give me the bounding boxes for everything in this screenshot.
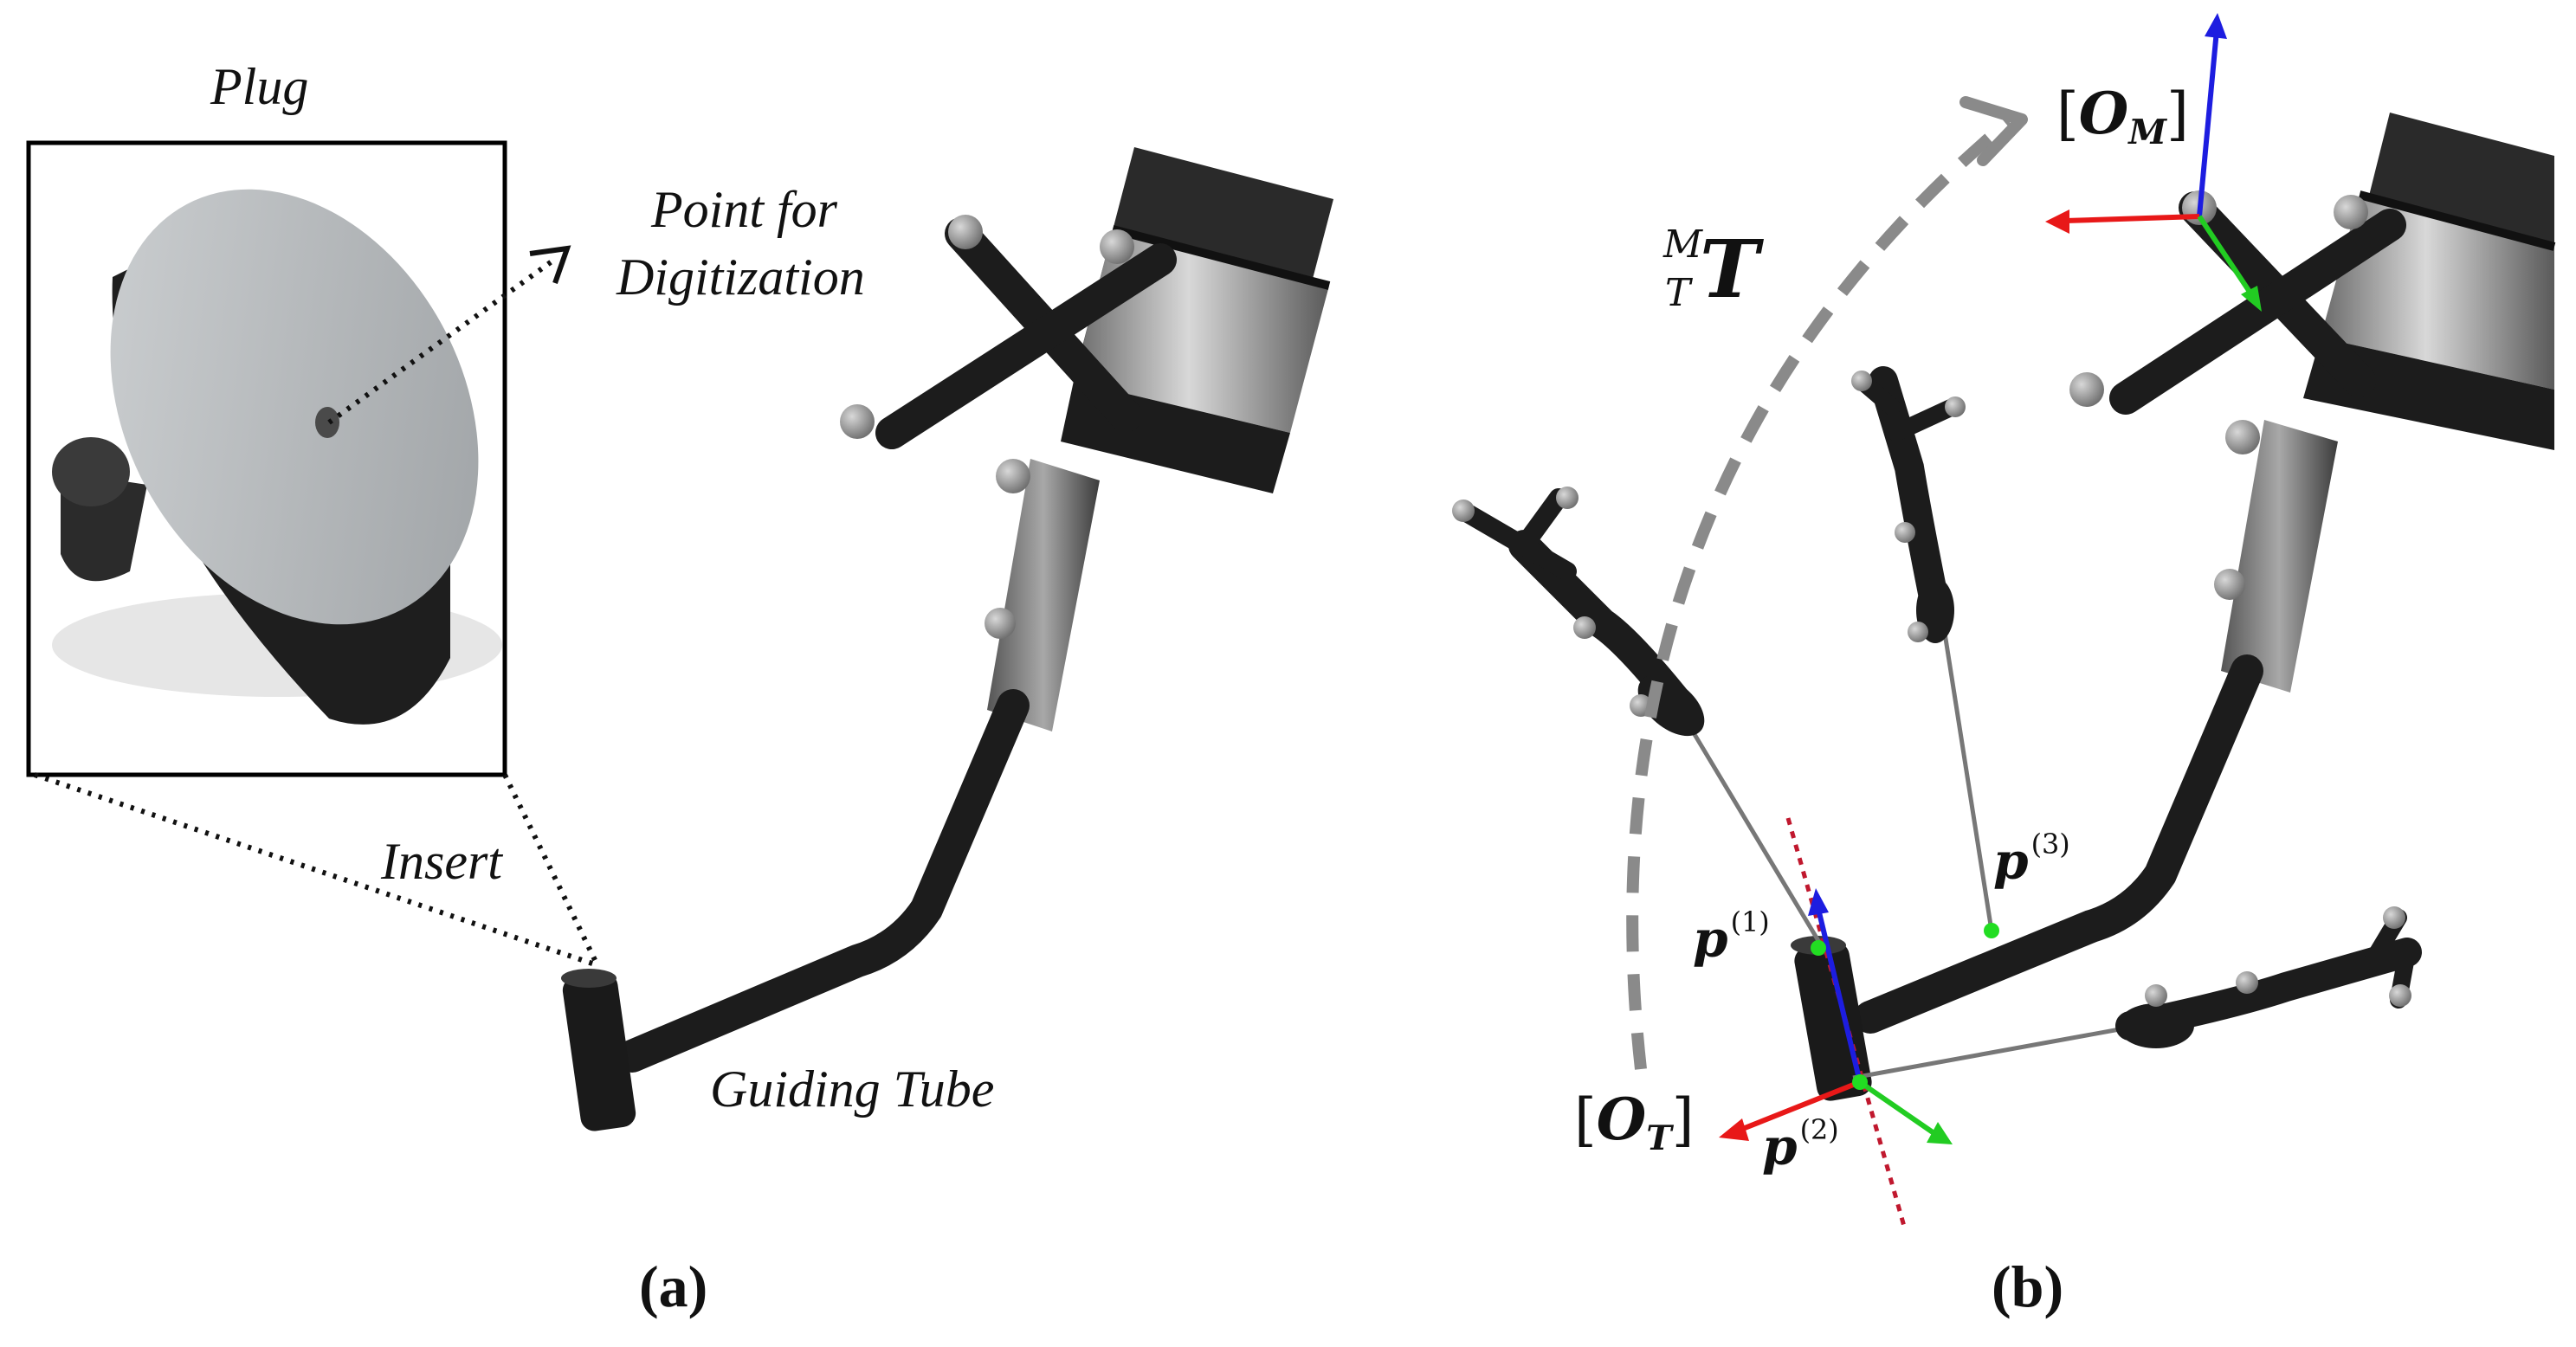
point-p3: [1984, 923, 1999, 938]
point-p1-index: (1): [1730, 906, 1770, 938]
transform-subscript: T: [1665, 271, 1691, 315]
transform-label: M T T: [1658, 222, 1759, 313]
frame-m-symbol: O: [2078, 80, 2129, 147]
point-p1-label: p(1): [1693, 906, 1770, 964]
digitization-label-line2: Digitization: [617, 248, 865, 306]
point-p2: [1852, 1074, 1868, 1090]
transform-superscript: M: [1663, 222, 1703, 267]
transform-arc-arrowhead: [1959, 96, 2028, 166]
panel-b: [1452, 13, 2556, 1230]
frame-t-subscript: T: [1646, 1118, 1672, 1158]
frame-t-symbol: O: [1596, 1086, 1647, 1153]
digitization-pointer: [327, 257, 556, 425]
robot-flange-b: [2303, 113, 2556, 450]
insert-label: Insert: [381, 833, 502, 890]
guiding-tube-label: Guiding Tube: [710, 1060, 995, 1118]
frame-t-axes: [1719, 888, 1953, 1144]
guiding-tube-b: [1854, 654, 2263, 1034]
frame-m-axes: [2045, 13, 2262, 312]
marker-cross-a: [840, 215, 1177, 639]
frame-t-label: [OT]: [1574, 1086, 1695, 1158]
point-p3-symbol: p: [1993, 831, 2029, 891]
point-p2-symbol: p: [1762, 1117, 1798, 1176]
inset-callout-left: [34, 772, 598, 968]
digitization-arrowhead: [529, 245, 571, 284]
insert-a: [561, 969, 636, 1131]
point-p1-symbol: p: [1693, 909, 1728, 969]
plug-image: [52, 189, 502, 725]
point-p3-label: p(3): [1993, 828, 2070, 886]
metal-shaft-b: [2221, 420, 2338, 693]
point-p2-label: p(2): [1762, 1116, 1839, 1172]
panel-a-tag: (a): [639, 1254, 708, 1319]
point-p2-index: (2): [1799, 1113, 1839, 1146]
guiding-tube-a: [616, 689, 1030, 1073]
inset-callout-right: [502, 773, 600, 967]
panel-b-tag: (b): [1992, 1254, 2064, 1319]
probe-3: [1851, 366, 1994, 931]
plug-label: Plug: [210, 58, 309, 115]
frame-m-subscript: M: [2128, 112, 2167, 152]
probe-2: [1852, 906, 2422, 1080]
transform-arc: [1626, 116, 2013, 1070]
transform-symbol: T: [1700, 222, 1759, 316]
frame-m-label: [OM]: [2056, 80, 2189, 152]
point-p1: [1811, 940, 1826, 956]
metal-shaft-a: [987, 459, 1100, 732]
digitization-label-line1: Point for: [651, 181, 838, 238]
panel-a: [26, 140, 1333, 1131]
robot-flange-a: [1061, 147, 1333, 493]
probe-1: [1452, 487, 1825, 950]
point-p3-index: (3): [2030, 828, 2070, 860]
